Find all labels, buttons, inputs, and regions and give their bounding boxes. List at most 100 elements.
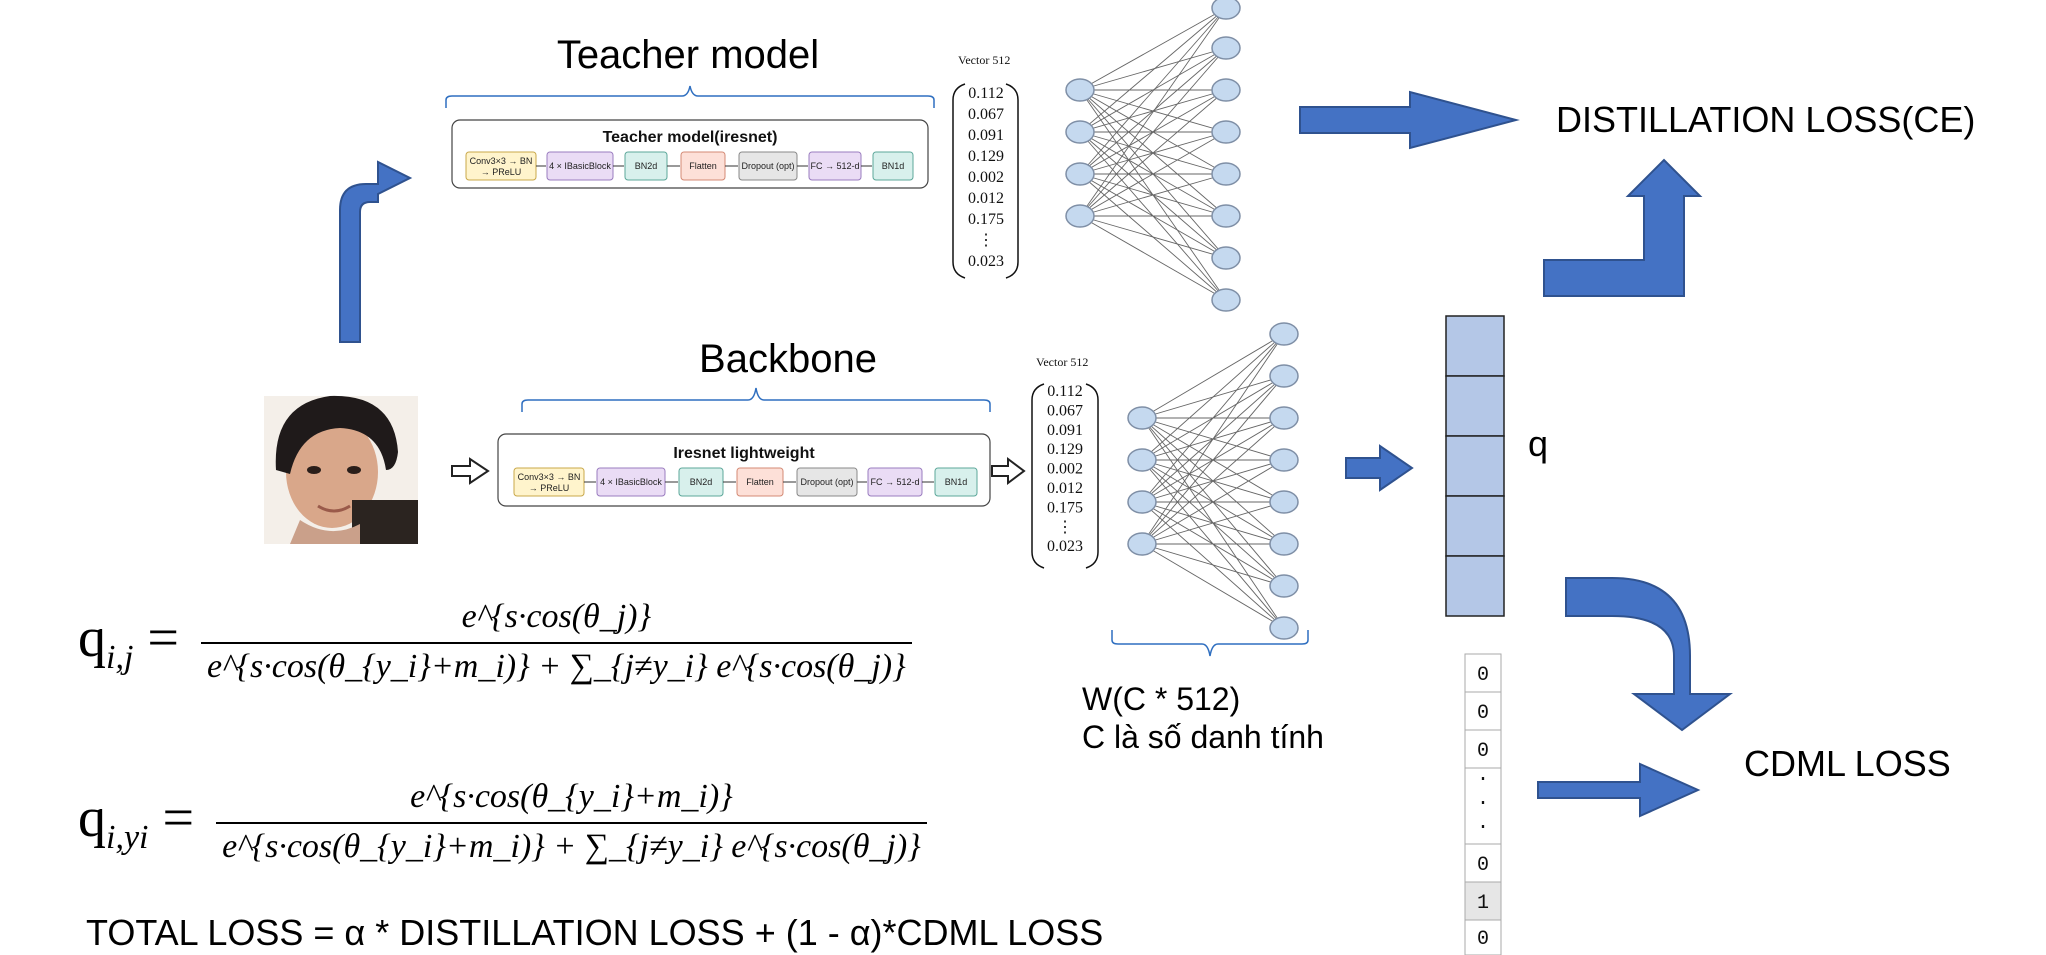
output-node	[1211, 162, 1241, 186]
total-loss-equation: TOTAL LOSS = α * DISTILLATION LOSS + (1 …	[86, 912, 1104, 953]
vector-value: 0.023	[968, 253, 1004, 270]
output-node	[1211, 204, 1241, 228]
vector-value: 0.067	[1047, 402, 1083, 419]
backbone-box-title: Iresnet lightweight	[673, 445, 815, 462]
backbone-vector: 0.1120.0670.0910.1290.0020.0120.175⋮0.02…	[1031, 383, 1099, 569]
formula-qij-denominator: e^{s·cos(θ_{y_i}+m_i)} + ∑_{j≠y_i} e^{s·…	[207, 648, 906, 685]
connection-edge	[1079, 7, 1227, 91]
connection-edge	[1079, 47, 1227, 217]
vector-value: 0.112	[968, 85, 1003, 102]
formula-qij-numerator: e^{s·cos(θ_j)}	[201, 598, 912, 644]
output-node	[1269, 448, 1299, 472]
teacher-pipeline: Conv3×3 → BN → PReLU 4 × IBasicBlock BN2…	[465, 151, 914, 181]
connection-edge	[1079, 47, 1227, 175]
connection-edge	[1079, 173, 1227, 217]
teacher-block-dropout-label: Dropout (opt)	[741, 161, 794, 171]
connection-edge	[1141, 333, 1285, 503]
backbone-block-ibasic-label: 4 × IBasicBlock	[600, 477, 662, 487]
onehot-dot: ·	[1477, 768, 1489, 791]
teacher-block-fc-label: FC → 512-d	[810, 161, 859, 171]
onehot-cell: 0	[1477, 740, 1489, 763]
cdml-loss-label: CDML LOSS	[1744, 743, 1951, 784]
teacher-block-bn1d	[872, 151, 914, 181]
input-node	[1065, 162, 1095, 186]
formula-qij: qi,j = e^{s·cos(θ_j)} e^{s·cos(θ_{y_i}+m…	[78, 598, 912, 686]
formula-qiyi-denominator: e^{s·cos(θ_{y_i}+m_i)} + ∑_{j≠y_i} e^{s·…	[222, 828, 921, 865]
vector-value: 0.129	[968, 148, 1004, 165]
backbone-block-flatten-label: Flatten	[746, 477, 774, 487]
output-node	[1269, 616, 1299, 640]
vector-value: 0.175	[968, 211, 1004, 228]
input-node	[1127, 490, 1157, 514]
onehot-cell: 0	[1477, 664, 1489, 687]
backbone-block-bn1d	[934, 467, 978, 497]
onehot-cell: 0	[1477, 928, 1489, 951]
output-node	[1211, 0, 1241, 20]
input-arrow	[451, 457, 490, 485]
connection-edge	[1079, 7, 1227, 175]
output-node	[1269, 406, 1299, 430]
backbone-vector-label: Vector 512	[1036, 355, 1088, 369]
formula-qiyi-lhs: qi,yi =	[78, 787, 195, 857]
teacher-vector: 0.1120.0670.0910.1290.0020.0120.175⋮0.02…	[952, 83, 1019, 279]
input-node	[1127, 406, 1157, 430]
vector-value: 0.002	[968, 169, 1004, 186]
teacher-title: Teacher model	[557, 33, 819, 77]
formula-qij-fraction: e^{s·cos(θ_j)} e^{s·cos(θ_{y_i}+m_i)} + …	[201, 598, 912, 686]
connection-edge	[1079, 47, 1227, 133]
teacher-brace	[445, 85, 935, 108]
teacher-block-bn2d-label: BN2d	[635, 161, 658, 171]
output-node	[1269, 490, 1299, 514]
vector-value: 0.067	[968, 106, 1004, 123]
connection-edge	[1141, 333, 1285, 419]
vector-value: 0.091	[1047, 422, 1083, 439]
backbone-block-fc-label: FC → 512-d	[870, 477, 919, 487]
teacher-box-title: Teacher model(iresnet)	[603, 129, 778, 146]
vector-value: 0.175	[1047, 499, 1083, 516]
output-node	[1211, 120, 1241, 144]
weights-brace	[1111, 630, 1309, 657]
weights-desc: C là số danh tính	[1082, 719, 1324, 755]
output-node	[1211, 36, 1241, 60]
backbone-to-teacher-arrow	[339, 160, 413, 343]
output-node	[1269, 574, 1299, 598]
output-node	[1211, 246, 1241, 270]
backbone-block-conv-label: Conv3×3 → BN	[518, 472, 581, 482]
vector-value: ⋮	[978, 232, 994, 249]
teacher-fc-layer	[1065, 0, 1241, 312]
teacher-block-conv-label: Conv3×3 → BN	[470, 156, 533, 166]
input-node	[1065, 78, 1095, 102]
connection-edge	[1079, 7, 1227, 133]
onehot-label-vector: 0 0 0 · · · 0 1 0	[1464, 653, 1502, 955]
connection-edge	[1141, 543, 1285, 629]
formula-qij-lhs: qi,j =	[78, 607, 179, 677]
backbone-block-bn1d-label: BN1d	[945, 477, 968, 487]
connection-edge	[1141, 501, 1285, 545]
teacher-block-ibasic-label: 4 × IBasicBlock	[549, 161, 611, 171]
backbone-pipeline: Conv3×3 → BN → PReLU 4 × IBasicBlock BN2…	[513, 467, 978, 497]
vector-value: 0.112	[1047, 383, 1082, 400]
vector-value: 0.023	[1047, 538, 1083, 555]
q-label: q	[1528, 423, 1548, 464]
weights-dims: W(C * 512)	[1082, 681, 1241, 717]
connection-edge	[1079, 131, 1227, 217]
input-node	[1127, 532, 1157, 556]
teacher-to-distill-arrow	[1299, 90, 1520, 150]
connection-edge	[1141, 333, 1285, 461]
connection-edge	[1141, 333, 1285, 545]
teacher-vector-label: Vector 512	[958, 53, 1010, 67]
weights-label: W(C * 512) C là số danh tính	[1082, 680, 1324, 756]
output-node	[1211, 288, 1241, 312]
distillation-loss-label: DISTILLATION LOSS(CE)	[1556, 99, 1975, 140]
face-photo	[264, 395, 418, 544]
vector-value: ⋮	[1057, 519, 1073, 536]
vector-value: 0.091	[968, 127, 1004, 144]
connection-edge	[1079, 215, 1227, 301]
connection-edge	[1079, 89, 1227, 217]
input-node	[1065, 204, 1095, 228]
formula-qiyi: qi,yi = e^{s·cos(θ_{y_i}+m_i)} e^{s·cos(…	[78, 778, 927, 866]
onehot-dot: ·	[1477, 816, 1489, 839]
q-to-distill-arrow	[1543, 158, 1703, 297]
formula-qiyi-numerator: e^{s·cos(θ_{y_i}+m_i)}	[216, 778, 927, 824]
student-to-q-arrow	[1345, 444, 1414, 492]
